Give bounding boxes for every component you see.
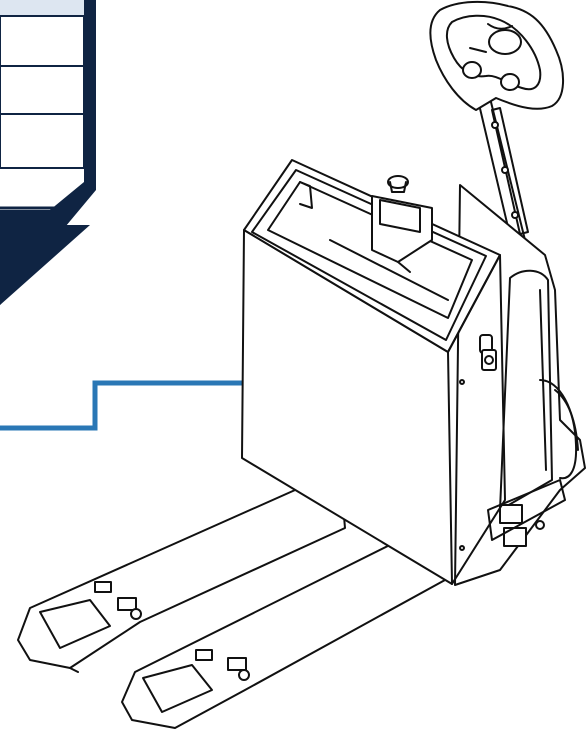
panel-bottom-wedge (0, 225, 90, 305)
table-header-row (0, 0, 84, 16)
battery-body (241, 159, 506, 585)
table-panel (0, 0, 96, 305)
tiller-arm (477, 97, 529, 245)
key-switch-icon (479, 334, 497, 371)
table-row (0, 113, 85, 169)
top-panel (329, 195, 449, 301)
electric-pallet-truck-icon (17, 0, 586, 729)
tiller-handle (429, 0, 565, 111)
emergency-stop-icon (387, 175, 409, 193)
drive-wheel (539, 379, 578, 480)
fork-left (17, 469, 346, 673)
chassis-side (454, 184, 586, 586)
table-row (0, 15, 85, 67)
panel-stripe (0, 178, 92, 210)
callout-line (0, 380, 308, 431)
table-row (0, 65, 85, 115)
fork-right (121, 519, 446, 729)
